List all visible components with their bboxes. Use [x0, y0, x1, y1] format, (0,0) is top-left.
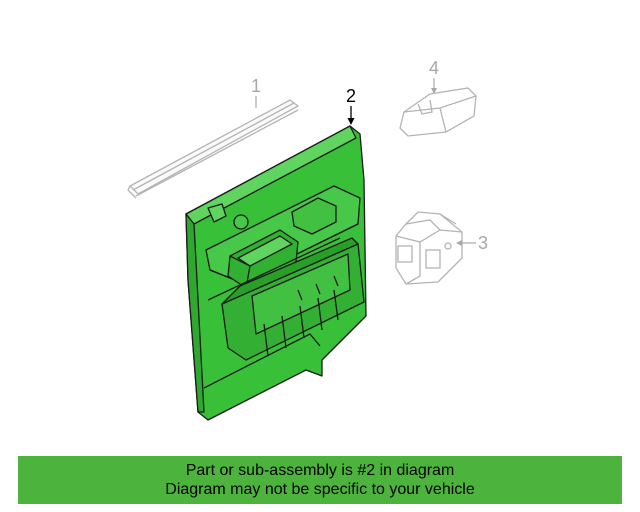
banner-line-2: Diagram may not be specific to your vehi… [165, 481, 475, 498]
info-banner: Part or sub-assembly is #2 in diagram Di… [18, 456, 622, 504]
part-4-cap [399, 87, 477, 137]
parts-diagram: 1 4 3 [127, 58, 488, 421]
svg-text:1: 1 [251, 76, 261, 96]
callout-4: 4 [429, 58, 439, 94]
part-3-switch [395, 211, 463, 285]
svg-text:4: 4 [429, 58, 439, 78]
part-1-weatherstrip [127, 99, 300, 199]
part-2-door-trim-panel [185, 125, 367, 421]
callout-2: 2 [346, 86, 356, 125]
callout-1: 1 [251, 76, 261, 108]
callout-3: 3 [456, 233, 488, 253]
banner-line-1: Part or sub-assembly is #2 in diagram [185, 462, 455, 479]
svg-text:2: 2 [346, 86, 356, 106]
svg-text:3: 3 [478, 233, 488, 253]
